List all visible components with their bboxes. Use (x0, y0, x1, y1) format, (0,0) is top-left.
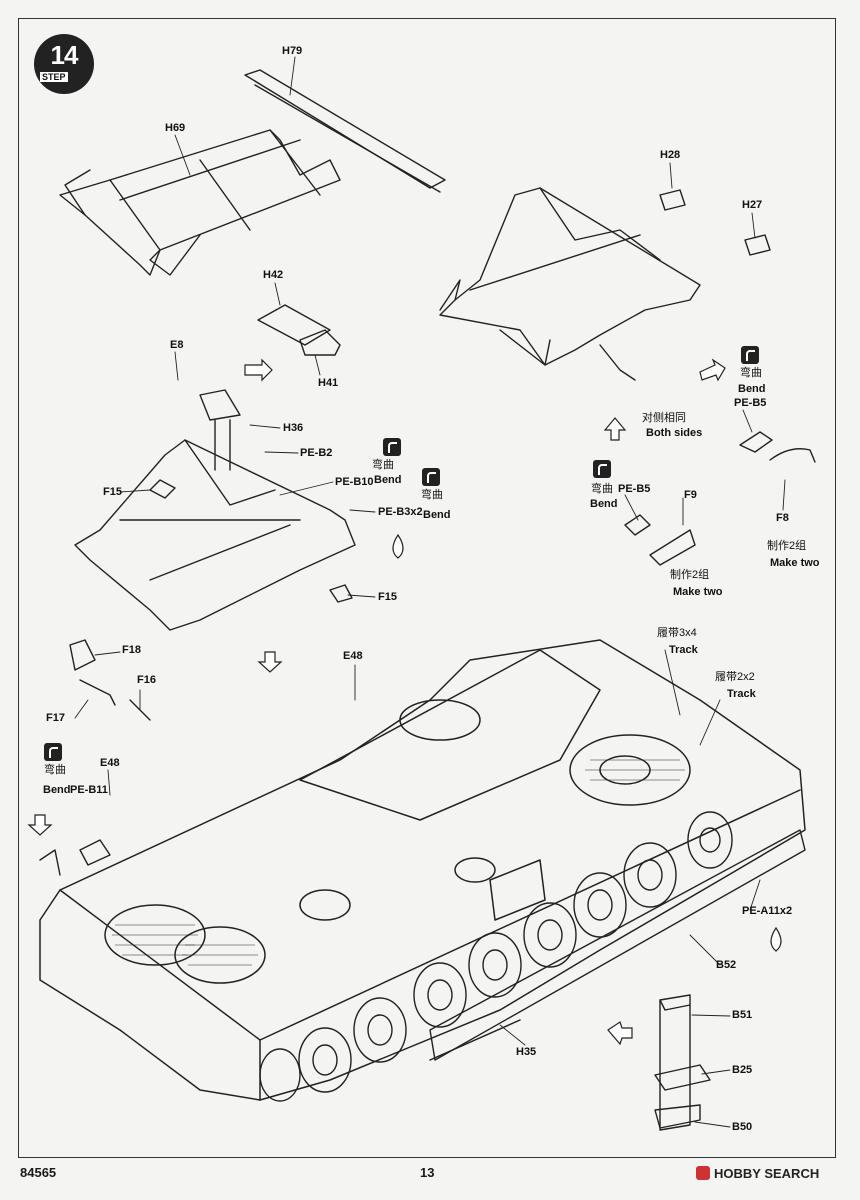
logo-icon (696, 1166, 710, 1180)
part-label-pe-b3x2: PE-B3x2 (378, 506, 423, 518)
part-label-h27: H27 (742, 199, 763, 211)
upper-frame-h69-h79 (59, 69, 446, 276)
note-both-sides-cn: 对侧相同 (642, 412, 686, 424)
part-label-e48: E48 (100, 757, 120, 769)
part-label-f16: F16 (137, 674, 156, 686)
bracket-h42-h41 (257, 304, 341, 356)
part-label-pe-b10: PE-B10 (335, 476, 374, 488)
page-frame (18, 18, 836, 1158)
note-make-two-cn: 制作2组 (767, 540, 807, 552)
small-parts-right (624, 431, 816, 566)
step-word: STEP (40, 72, 68, 82)
part-label-h35: H35 (516, 1046, 537, 1058)
part-label-pe-b5: PE-B5 (618, 483, 651, 495)
note-bend-en: Bend (374, 474, 402, 486)
kit-number: 84565 (20, 1165, 57, 1180)
bend-icon (422, 468, 440, 486)
part-label-h36: H36 (283, 422, 304, 434)
part-label-e8: E8 (170, 339, 184, 351)
note-make-two-cn: 制作2组 (670, 569, 710, 581)
part-label-f15: F15 (103, 486, 122, 498)
note-bend-cn: 弯曲 (591, 483, 613, 495)
leader-lines (74, 56, 786, 1128)
step-number: 14 (50, 40, 79, 70)
small-parts-left (39, 639, 151, 876)
part-label-h42: H42 (263, 269, 284, 281)
part-label-f17: F17 (46, 712, 65, 724)
page-number: 13 (420, 1165, 435, 1180)
note-bend-cn: 弯曲 (421, 489, 443, 501)
part-label-b51: B51 (732, 1009, 753, 1021)
note-track-2x2-en: Track (727, 688, 756, 700)
note-both-sides-en: Both sides (646, 427, 703, 439)
note-bend-cn: 弯曲 (372, 459, 394, 471)
part-label-f15: F15 (378, 591, 397, 603)
note-make-two-en: Make two (770, 557, 820, 569)
bend-icon (44, 743, 62, 761)
part-label-b52: B52 (716, 959, 737, 971)
note-bend-en: Bend (423, 509, 451, 521)
part-label-h69: H69 (165, 122, 186, 134)
note-bend-cn: 弯曲 (44, 764, 66, 776)
note-bend-cn: 弯曲 (740, 367, 762, 379)
note-make-two-en: Make two (673, 586, 723, 598)
part-label-pe-a11x2: PE-A11x2 (742, 905, 793, 917)
part-label-b50: B50 (732, 1121, 753, 1133)
note-track-3x4-cn: 履带3x4 (657, 627, 697, 639)
upper-frame-right (439, 187, 771, 381)
step-badge: 14 STEP (34, 34, 94, 94)
note-track-3x4-en: Track (669, 644, 698, 656)
part-label-b25: B25 (732, 1064, 753, 1076)
bend-icon (593, 460, 611, 478)
note-bend-en: Bend (738, 383, 766, 395)
road-wheels (259, 811, 733, 1102)
part-label-e48: E48 (343, 650, 363, 662)
bend-icon (741, 346, 759, 364)
hull (39, 639, 806, 1101)
part-label-pe-b11: PE-B11 (70, 784, 108, 796)
watermark-text: HOBBY SEARCH (714, 1166, 820, 1181)
direction-arrows (27, 358, 726, 1046)
middle-frame (74, 389, 356, 631)
note-bend-en: Bend (590, 498, 618, 510)
glue-drop-icons (392, 533, 782, 952)
part-label-f9: F9 (684, 489, 697, 501)
part-label-h41: H41 (318, 377, 339, 389)
engine-grilles (112, 759, 685, 966)
bend-icon (383, 438, 401, 456)
part-label-pe-b5: PE-B5 (734, 397, 767, 409)
part-label-pe-b2: PE-B2 (300, 447, 333, 459)
part-label-h79: H79 (282, 45, 303, 57)
bracket-b51-b25-b50 (654, 994, 711, 1131)
side-skirt (429, 829, 806, 1061)
part-label-f18: F18 (122, 644, 141, 656)
part-label-f8: F8 (776, 512, 789, 524)
note-track-2x2-cn: 履带2x2 (715, 671, 755, 683)
part-label-h28: H28 (660, 149, 681, 161)
watermark: HOBBY SEARCH (696, 1166, 819, 1181)
note-bend-en: Bend (43, 784, 71, 796)
